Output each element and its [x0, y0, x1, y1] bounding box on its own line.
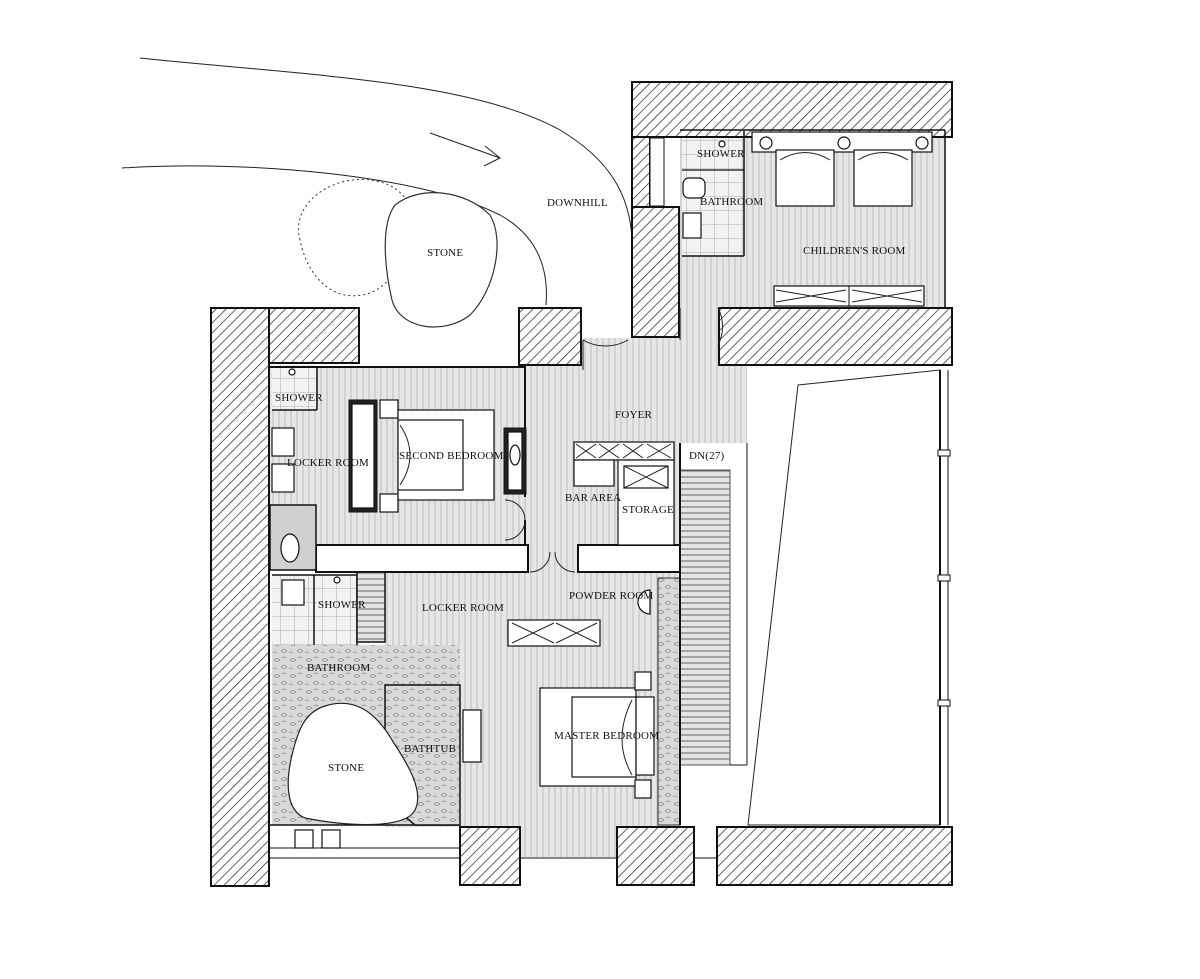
children-room-furniture [751, 131, 933, 307]
outdoor-stones [298, 178, 498, 328]
bar-storage-furniture [573, 441, 675, 546]
master-bathroom-label: BATHROOM [307, 662, 370, 674]
childrens-room-label: CHILDREN'S ROOM [803, 245, 905, 257]
structural-walls [210, 81, 953, 887]
downhill-arrow-icon [429, 132, 501, 167]
bathtub-label: BATHTUB [404, 743, 456, 755]
master-bedroom-label: MASTER BEDROOM [554, 730, 659, 742]
kids-bathroom-label: BATHROOM [700, 196, 763, 208]
master-locker-room-label: LOCKER ROOM [422, 602, 504, 614]
outdoor-stone-label: STONE [427, 247, 463, 259]
bathroom-stone-label: STONE [328, 762, 364, 774]
second-bedroom-label: SECOND BEDROOM [399, 450, 504, 462]
second-locker-room-label: LOCKER ROOM [287, 457, 369, 469]
bar-area-label: BAR AREA [565, 492, 621, 504]
kids-bathroom-fixtures [682, 140, 726, 239]
master-furniture [462, 589, 655, 799]
storage-label: STORAGE [622, 504, 674, 516]
second-shower-label: SHOWER [275, 392, 323, 404]
master-bathroom-fixtures [270, 576, 461, 849]
stair-down-label: DN(27) [689, 450, 725, 462]
downhill-path [121, 57, 633, 306]
second-locker-fixtures [271, 368, 300, 563]
second-bedroom-furniture [348, 399, 527, 513]
doors [504, 307, 724, 573]
powder-room-label: POWDER ROOM [569, 590, 653, 602]
terrace [730, 369, 951, 826]
foyer-label: FOYER [615, 409, 653, 421]
downhill-label: DOWNHILL [547, 197, 608, 209]
kids-shower-label: SHOWER [697, 148, 745, 160]
master-shower-label: SHOWER [318, 599, 366, 611]
